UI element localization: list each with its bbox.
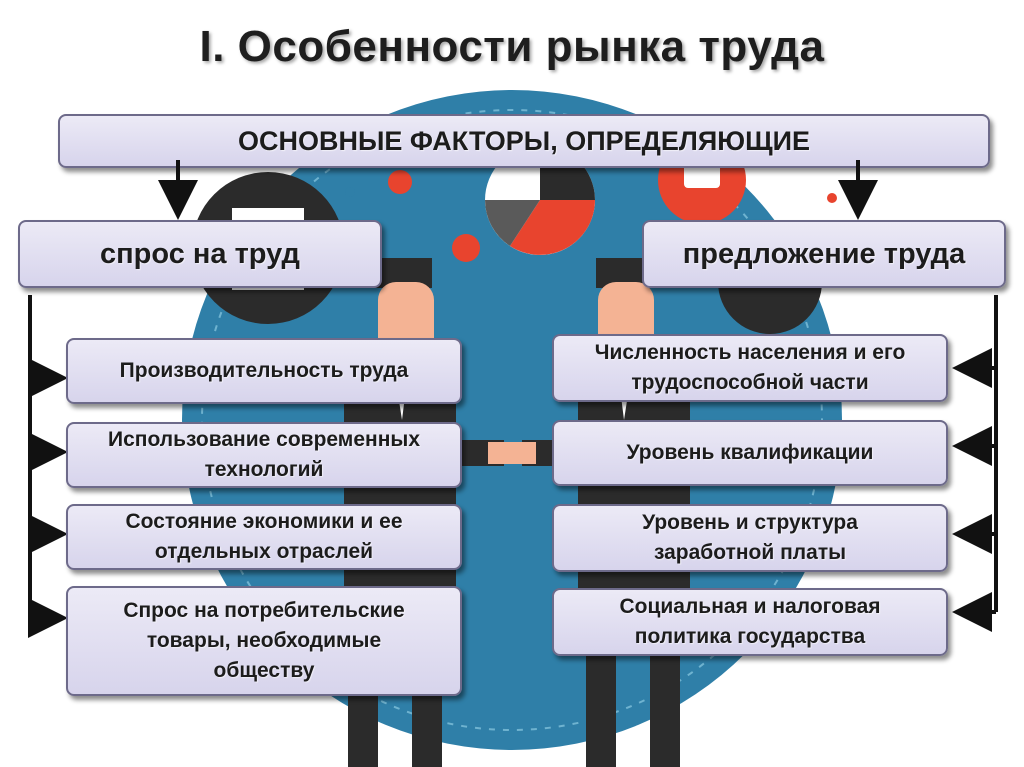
demand-factor-text: Использование современных технологий — [107, 428, 421, 481]
page-title: I. Особенности рынка труда — [199, 22, 825, 71]
demand-factor-2: Использование современных технологий — [66, 422, 462, 488]
dot-decoration — [388, 170, 412, 194]
demand-factor-4: Спрос на потребительские товары, необход… — [66, 586, 462, 696]
supply-box: предложение труда — [642, 220, 1006, 288]
demand-factor-1: Производительность труда — [66, 338, 462, 404]
supply-factor-text: Социальная и налоговая политика государс… — [619, 595, 881, 648]
demand-box: спрос на труд — [18, 220, 382, 288]
lightbulb-icon — [452, 234, 480, 262]
header-text: ОСНОВНЫЕ ФАКТОРЫ, ОПРЕДЕЛЯЮЩИЕ — [237, 125, 811, 156]
supply-title: предложение труда — [682, 237, 966, 270]
supply-factor-text: Численность населения и его трудоспособн… — [594, 341, 906, 394]
supply-factor-1: Численность населения и его трудоспособн… — [552, 334, 948, 402]
dot-decoration — [827, 193, 837, 203]
pie-chart-icon — [485, 145, 595, 255]
supply-factor-3: Уровень и структура заработной платы — [552, 504, 948, 572]
demand-factor-text: Состояние экономики и ее отдельных отрас… — [125, 510, 403, 563]
demand-factor-text: Спрос на потребительские товары, необход… — [123, 599, 405, 682]
supply-factor-text: Уровень и структура заработной платы — [642, 511, 858, 564]
dot-decoration — [345, 187, 355, 197]
header-box: ОСНОВНЫЕ ФАКТОРЫ, ОПРЕДЕЛЯЮЩИЕ — [58, 114, 990, 168]
demand-factor-text: Производительность труда — [119, 359, 409, 382]
supply-factor-2: Уровень квалификации — [552, 420, 948, 486]
supply-factor-text: Уровень квалификации — [626, 441, 874, 464]
demand-factor-3: Состояние экономики и ее отдельных отрас… — [66, 504, 462, 570]
chat-bubble-icon — [684, 164, 720, 188]
supply-factor-4: Социальная и налоговая политика государс… — [552, 588, 948, 656]
demand-title: спрос на труд — [100, 237, 300, 270]
